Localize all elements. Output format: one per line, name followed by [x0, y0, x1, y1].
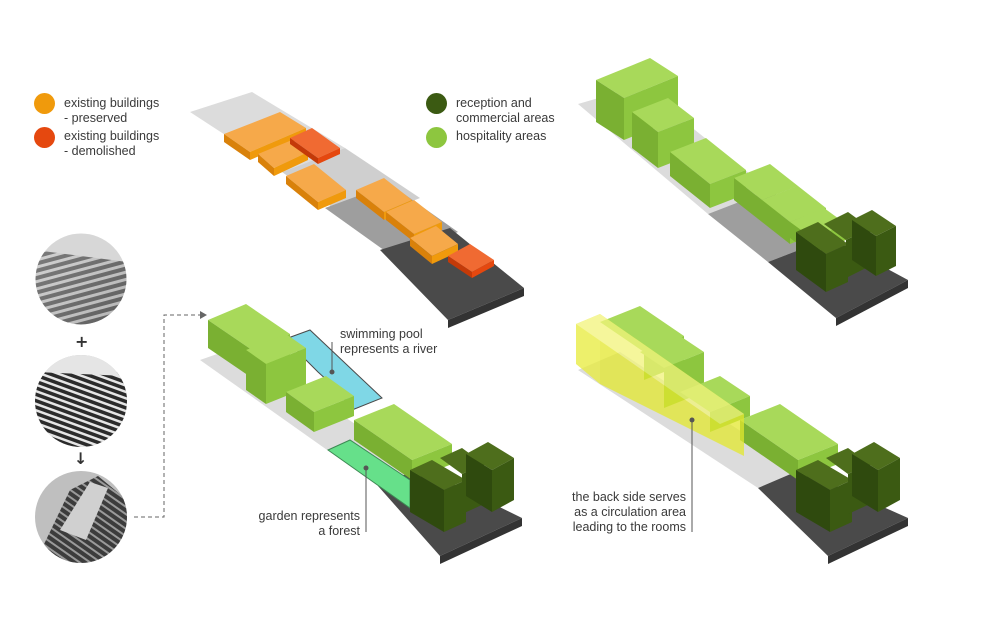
landscape-reception-block-1	[410, 460, 466, 532]
legend-reception-label: reception and commercial areas	[456, 96, 555, 125]
connector-arrowhead-icon	[200, 311, 207, 319]
backside-leader-dot	[689, 417, 695, 423]
demolished-block-1	[290, 128, 340, 164]
landscape-reception-block-3	[466, 442, 514, 512]
legend-demolished-label: existing buildings - demolished	[64, 129, 160, 158]
program-zoning-diagram	[578, 58, 908, 326]
pool-leader-dot	[329, 369, 335, 375]
reception-block-1	[796, 222, 848, 292]
pool-annotation: swimming pool represents a river	[340, 327, 438, 356]
arrow-down-operator: ↓	[74, 449, 87, 468]
landscape-hospitality-block-3	[286, 376, 354, 432]
legend-demolished-swatch	[34, 127, 55, 148]
legend-preserved-swatch	[34, 93, 55, 114]
circulation-diagram	[576, 306, 908, 564]
legend-hospitality-label: hospitality areas	[456, 129, 547, 143]
preserved-block-6	[410, 226, 458, 264]
concept-link-connector	[134, 314, 200, 518]
circulation-reception-blocks	[796, 442, 900, 532]
reception-block-3	[852, 210, 896, 276]
site-ground-dark	[380, 228, 524, 320]
circulation-corridor-overlay	[576, 314, 744, 456]
circulation-ground-dark-side	[828, 518, 908, 564]
concept-image-roof-form	[35, 471, 127, 563]
legend-reception-swatch	[426, 93, 447, 114]
zoning-ground-dark-side	[836, 280, 908, 326]
concept-image-rice-fields	[34, 232, 128, 326]
existing-site-diagram	[190, 92, 524, 328]
legend-preserved-label: existing buildings - preserved	[64, 96, 160, 125]
plus-operator: +	[75, 332, 88, 351]
landscape-ground-dark-side	[440, 518, 522, 564]
garden-annotation: garden represents a forest	[258, 509, 360, 538]
legend-hospitality-swatch	[426, 127, 447, 148]
landscape-concept-diagram	[200, 304, 522, 564]
preserved-block-3	[286, 164, 346, 210]
concept-image-terraces	[35, 355, 127, 447]
backside-annotation: the back side serves as a circulation ar…	[572, 490, 686, 534]
site-ground-dark-side	[448, 288, 524, 328]
garden-leader-dot	[363, 465, 369, 471]
demolished-block-2	[448, 244, 494, 278]
